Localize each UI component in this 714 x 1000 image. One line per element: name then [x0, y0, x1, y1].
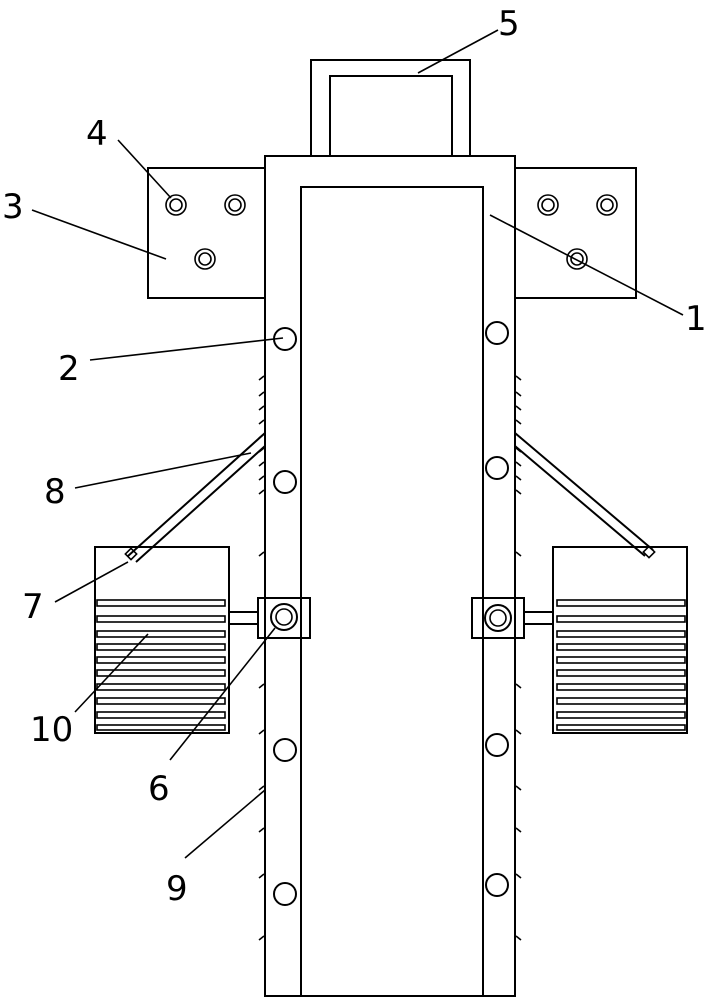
right-support-rod: [514, 432, 654, 557]
pivot-pins: [124, 545, 656, 561]
bolt: [566, 248, 588, 270]
hole: [273, 882, 297, 906]
leader-2: [89, 337, 284, 361]
hole: [273, 738, 297, 762]
bolt: [194, 248, 216, 270]
bolt: [596, 194, 618, 216]
leader-10: [74, 633, 149, 713]
leader-8: [74, 452, 252, 489]
bolts: [165, 194, 618, 270]
label-2: 2: [58, 349, 80, 389]
left-teeth: [258, 375, 265, 941]
adjustment-holes: [273, 321, 509, 906]
right-mounting-plate: [515, 167, 637, 299]
main-frame: [264, 155, 516, 997]
right-teeth: [515, 375, 522, 941]
leader-3: [31, 209, 167, 260]
hole: [485, 456, 509, 480]
label-4: 4: [86, 114, 108, 154]
leader-4: [117, 139, 172, 199]
left-mounting-plate: [147, 167, 265, 299]
label-10: 10: [30, 710, 73, 750]
leader-9: [184, 789, 266, 859]
label-5: 5: [498, 4, 520, 44]
label-1: 1: [685, 299, 707, 339]
bolt: [537, 194, 559, 216]
leader-5: [417, 29, 499, 74]
leader-lines: [31, 29, 684, 859]
bolt: [165, 194, 187, 216]
label-9: 9: [166, 869, 188, 909]
leader-1: [489, 214, 684, 316]
leader-6: [169, 627, 276, 761]
right-pedal: [552, 546, 688, 734]
left-pedal: [94, 546, 230, 734]
hole: [485, 873, 509, 897]
label-3: 3: [2, 187, 24, 227]
right-hinge-block: [471, 597, 525, 639]
label-7: 7: [22, 587, 44, 627]
hole: [485, 733, 509, 757]
hole: [485, 321, 509, 345]
label-8: 8: [44, 472, 66, 512]
hole: [273, 470, 297, 494]
bolt: [224, 194, 246, 216]
leader-7: [54, 561, 129, 603]
top-handle: [310, 59, 471, 156]
left-support-rod: [127, 432, 266, 563]
label-6: 6: [148, 769, 170, 809]
